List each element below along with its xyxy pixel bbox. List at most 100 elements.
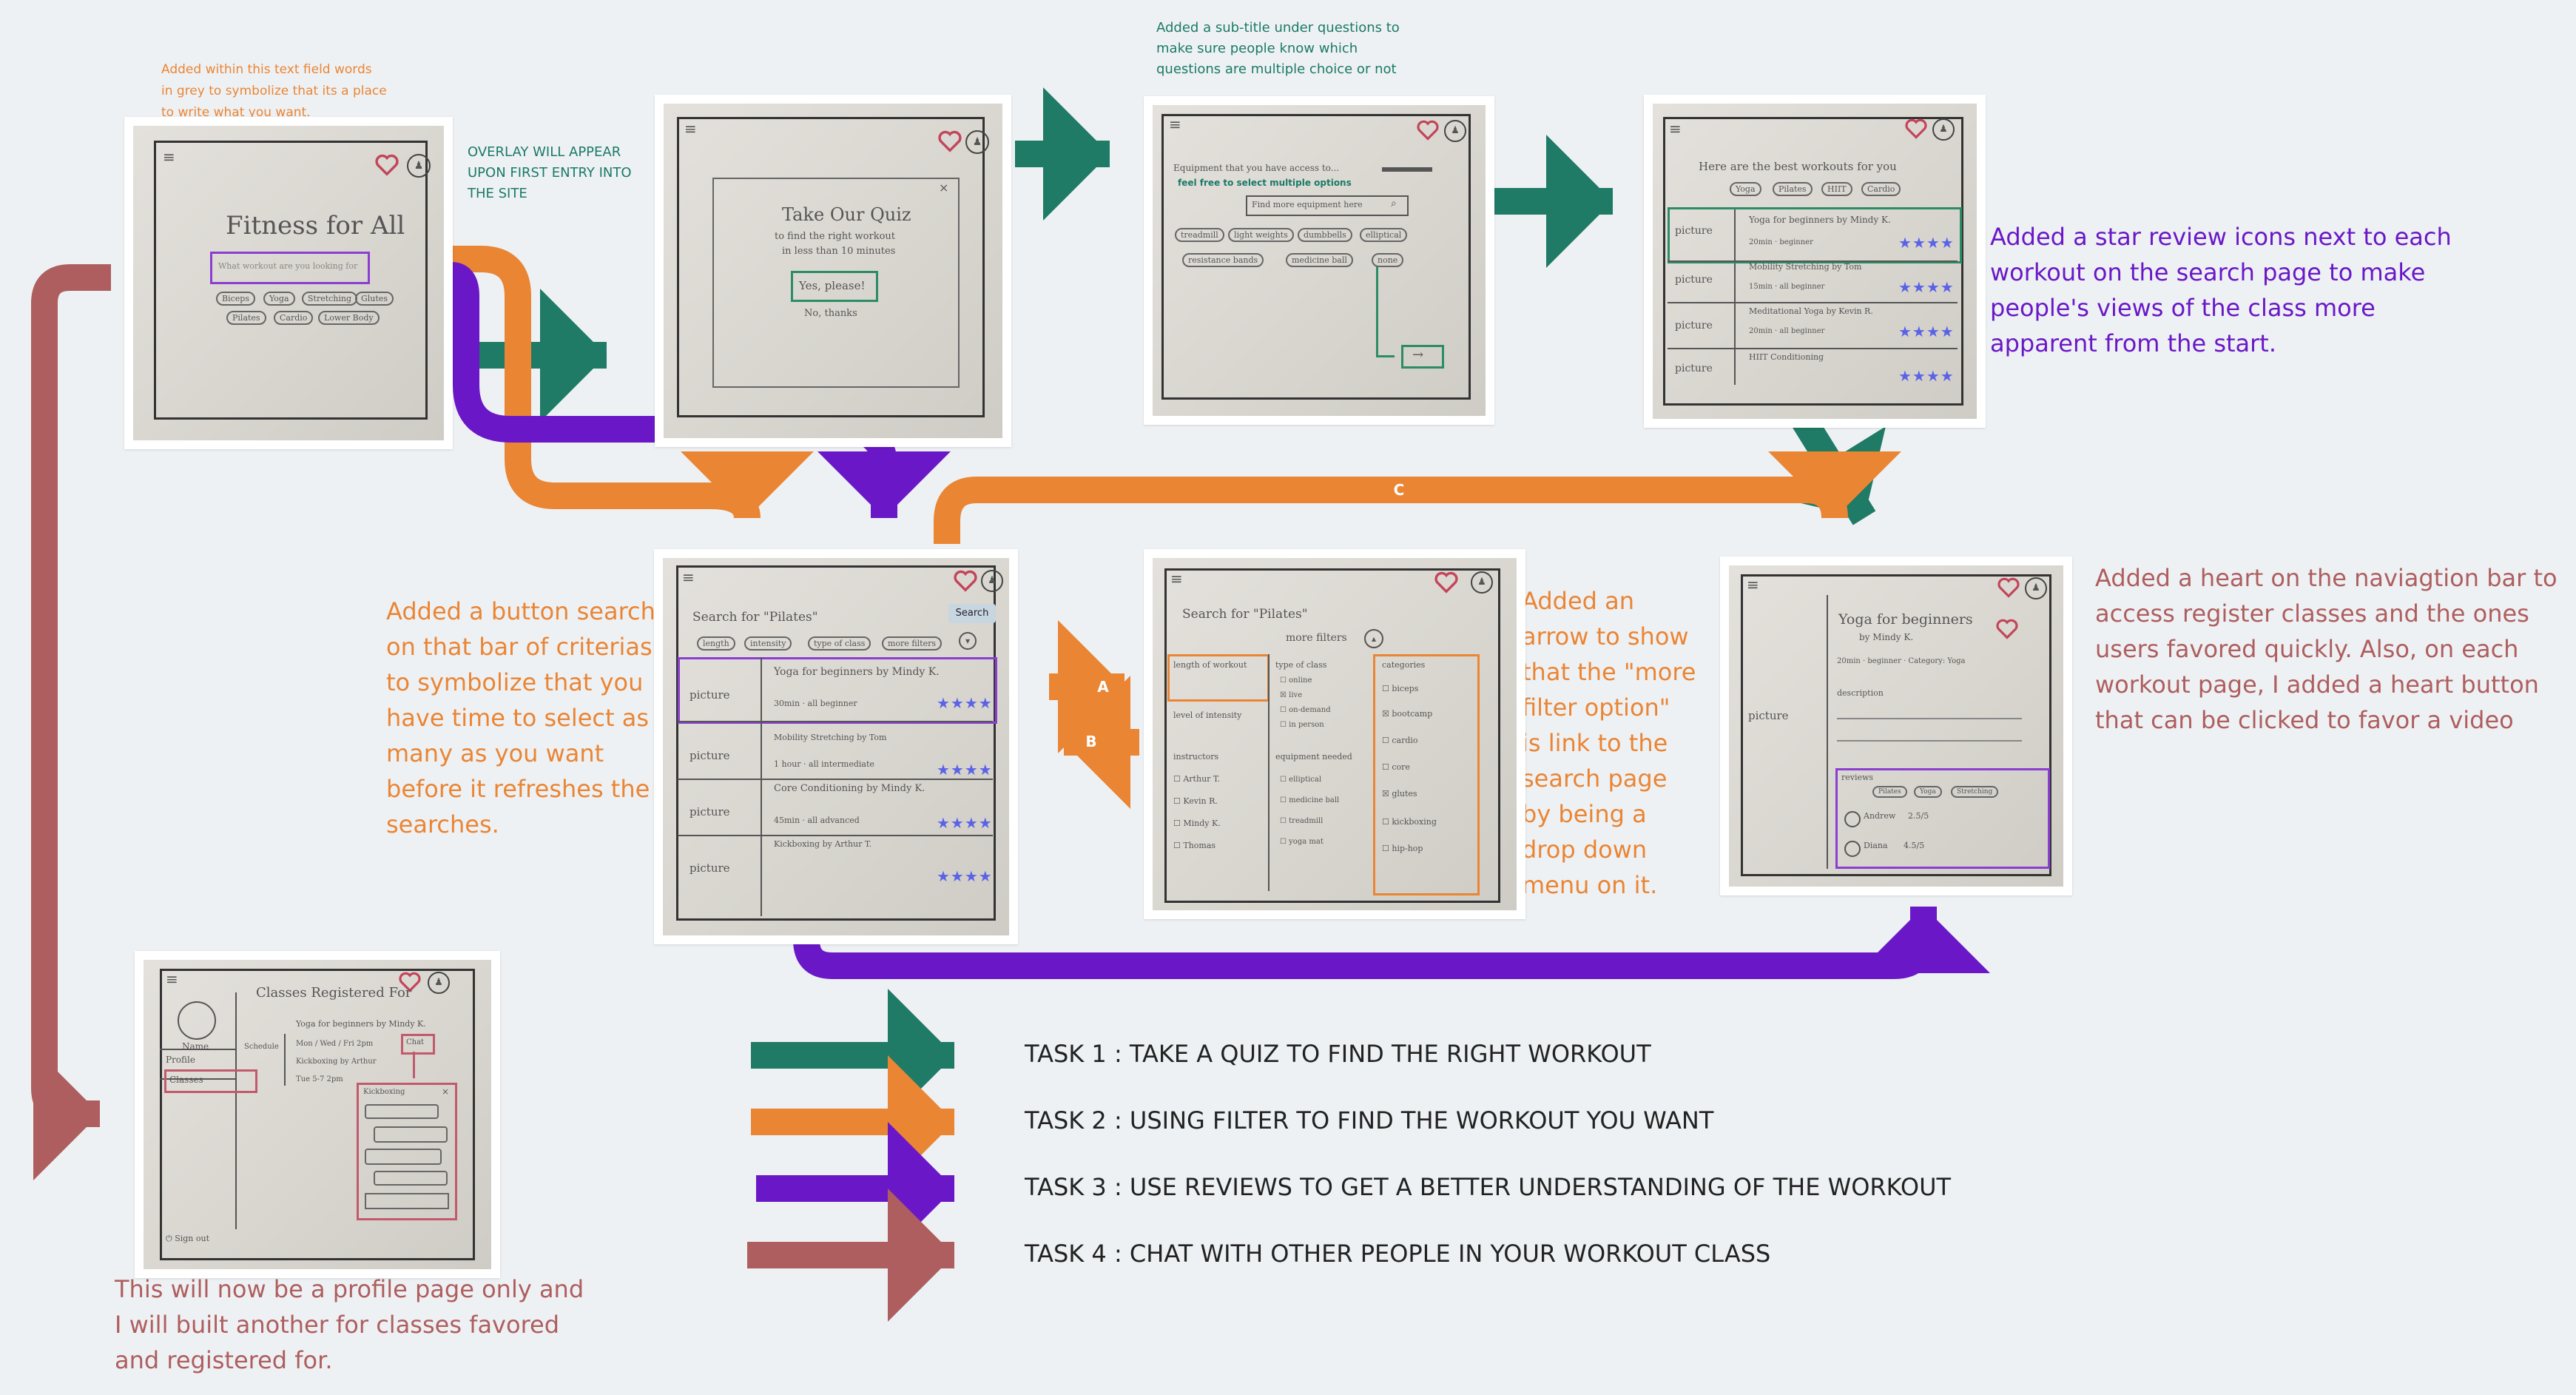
reviews-label: reviews bbox=[1841, 773, 1874, 782]
equipment-search[interactable]: Find more equipment here ⌕ bbox=[1246, 195, 1409, 216]
class-row[interactable]: Mon / Wed / Fri 2pm bbox=[296, 1040, 374, 1048]
nav-classes-highlight[interactable]: Classes bbox=[164, 1069, 257, 1093]
tag-yoga[interactable]: Yoga bbox=[1730, 182, 1761, 196]
profile-icon: ♟ bbox=[981, 570, 1003, 592]
task4-arrow-home-to-profile bbox=[31, 264, 111, 1180]
category-option[interactable]: ☐ core bbox=[1382, 762, 1410, 772]
sketch-home: ≡ ♟ Fitness for All What workout are you… bbox=[124, 117, 453, 449]
filter-categories[interactable]: categories bbox=[1382, 660, 1426, 670]
category-option[interactable]: ☐ hip-hop bbox=[1382, 844, 1423, 853]
review-tag[interactable]: Stretching bbox=[1951, 786, 1999, 798]
category-option[interactable]: ☒ bootcamp bbox=[1382, 709, 1433, 719]
class-row[interactable]: Kickboxing by Arthur bbox=[296, 1058, 377, 1066]
profile-page-title: Classes Registered For bbox=[256, 985, 412, 1001]
close-icon[interactable]: × bbox=[939, 181, 949, 195]
equipment-option[interactable]: ☐ elliptical bbox=[1280, 776, 1322, 784]
workout-author: by Mindy K. bbox=[1859, 632, 1914, 642]
filter-equipment[interactable]: equipment needed bbox=[1275, 752, 1352, 762]
quiz-overlay-box bbox=[712, 178, 960, 388]
search-icon: ⌕ bbox=[1391, 198, 1397, 209]
hamburger-icon: ≡ bbox=[1169, 115, 1181, 133]
instructor-option[interactable]: ☐ Kevin R. bbox=[1173, 796, 1218, 806]
next-button[interactable]: → bbox=[1401, 345, 1444, 369]
equipment-option[interactable]: ☐ treadmill bbox=[1280, 817, 1324, 825]
profile-name: Name bbox=[182, 1041, 209, 1052]
quiz-skip-link[interactable]: No, thanks bbox=[804, 308, 857, 319]
review-tag[interactable]: Pilates bbox=[1872, 786, 1907, 798]
note-heart-nav: Added a heart on the naviagtion bar to a… bbox=[2095, 564, 2558, 734]
tag-hiit[interactable]: HIIT bbox=[1821, 182, 1852, 196]
nav-profile[interactable]: Profile bbox=[166, 1055, 195, 1065]
category-option[interactable]: ☐ biceps bbox=[1382, 684, 1419, 693]
tag-yoga[interactable]: Yoga bbox=[263, 292, 295, 306]
search-button[interactable]: Search bbox=[948, 604, 996, 623]
hamburger-icon: ≡ bbox=[684, 120, 697, 138]
reviewer-avatar bbox=[1844, 841, 1861, 857]
tag-lower-body[interactable]: Lower Body bbox=[318, 311, 380, 325]
filter-instructors[interactable]: instructors bbox=[1173, 752, 1219, 762]
instructor-option[interactable]: ☐ Mindy K. bbox=[1173, 818, 1221, 828]
instructor-option[interactable]: ☐ Arthur T. bbox=[1173, 774, 1221, 784]
chat-button[interactable]: Chat bbox=[401, 1034, 435, 1055]
sign-out-link[interactable]: ⏻ Sign out bbox=[166, 1234, 210, 1243]
favorite-heart-button[interactable] bbox=[1995, 619, 2019, 639]
option-dumbbells[interactable]: dumbbells bbox=[1298, 228, 1352, 242]
tag-biceps[interactable]: Biceps bbox=[216, 292, 255, 306]
option-elliptical[interactable]: elliptical bbox=[1360, 228, 1408, 242]
star-rating: ★★★★ bbox=[1898, 367, 1955, 385]
tag-cardio[interactable]: Cardio bbox=[274, 311, 314, 325]
quiz-yes-button[interactable]: Yes, please! bbox=[791, 271, 878, 302]
sketch-profile: ≡ ♟ Name Profile Classes Classes Registe… bbox=[135, 951, 500, 1278]
category-option[interactable]: ☒ glutes bbox=[1382, 789, 1417, 799]
chevron-down-icon[interactable]: ▾ bbox=[959, 632, 977, 650]
type-option[interactable]: ☐ on-demand bbox=[1280, 706, 1331, 714]
type-option[interactable]: ☐ online bbox=[1280, 676, 1312, 685]
class-row[interactable]: Yoga for beginners by Mindy K. bbox=[296, 1019, 426, 1029]
filter-intensity[interactable]: intensity bbox=[744, 636, 792, 651]
equipment-option[interactable]: ☐ medicine ball bbox=[1280, 796, 1340, 804]
filter-length[interactable]: length of workout bbox=[1173, 660, 1247, 670]
category-option[interactable]: ☐ cardio bbox=[1382, 736, 1418, 745]
progress-bar bbox=[1382, 167, 1432, 172]
home-search-field[interactable]: What workout are you looking for bbox=[210, 252, 370, 284]
instructor-option[interactable]: ☐ Thomas bbox=[1173, 841, 1216, 850]
filter-type[interactable]: type of class bbox=[1275, 660, 1327, 670]
hamburger-icon: ≡ bbox=[166, 970, 178, 988]
tag-pilates[interactable]: Pilates bbox=[1773, 182, 1813, 196]
filter-type[interactable]: type of class bbox=[808, 636, 871, 651]
filter-intensity[interactable]: level of intensity bbox=[1173, 710, 1242, 720]
search-row-highlight bbox=[678, 657, 997, 724]
badge-b: B bbox=[1074, 730, 1108, 753]
option-resistance-bands[interactable]: resistance bands bbox=[1182, 253, 1264, 267]
option-medicine-ball[interactable]: medicine ball bbox=[1286, 253, 1353, 267]
tag-glutes[interactable]: Glutes bbox=[355, 292, 394, 306]
heart-icon bbox=[1434, 571, 1458, 594]
tag-stretching[interactable]: Stretching bbox=[302, 292, 358, 306]
task3-arrow-search-to-workout bbox=[793, 907, 1990, 979]
class-row[interactable]: Tue 5-7 2pm bbox=[296, 1075, 343, 1083]
review-tag[interactable]: Yoga bbox=[1914, 786, 1942, 798]
chat-window: Kickboxing × bbox=[357, 1083, 457, 1220]
close-icon[interactable]: × bbox=[442, 1086, 450, 1097]
filter-length[interactable]: length bbox=[697, 636, 735, 651]
type-option[interactable]: ☒ live bbox=[1280, 691, 1303, 699]
reviewer-score: 4.5/5 bbox=[1904, 841, 1925, 850]
legend-task1: TASK 1 : TAKE A QUIZ TO FIND THE RIGHT W… bbox=[1025, 1040, 1651, 1068]
tag-cardio[interactable]: Cardio bbox=[1861, 182, 1901, 196]
hamburger-icon: ≡ bbox=[682, 568, 695, 586]
chevron-up-icon[interactable]: ▴ bbox=[1364, 629, 1383, 648]
badge-c: C bbox=[1382, 478, 1416, 502]
category-option[interactable]: ☐ kickboxing bbox=[1382, 817, 1437, 827]
heart-icon bbox=[399, 972, 421, 992]
filter-more[interactable]: more filters bbox=[882, 636, 943, 651]
option-light-weights[interactable]: light weights bbox=[1228, 228, 1294, 242]
option-none[interactable]: none bbox=[1372, 253, 1404, 267]
option-treadmill[interactable]: treadmill bbox=[1175, 228, 1224, 242]
profile-icon: ♟ bbox=[965, 130, 989, 154]
equipment-option[interactable]: ☐ yoga mat bbox=[1280, 838, 1324, 846]
arrow-right-icon: → bbox=[1412, 347, 1424, 363]
reviewer-avatar bbox=[1844, 811, 1861, 827]
type-option[interactable]: ☐ in person bbox=[1280, 721, 1324, 729]
tag-pilates[interactable]: Pilates bbox=[226, 311, 266, 325]
star-rating: ★★★★ bbox=[1898, 234, 1955, 252]
